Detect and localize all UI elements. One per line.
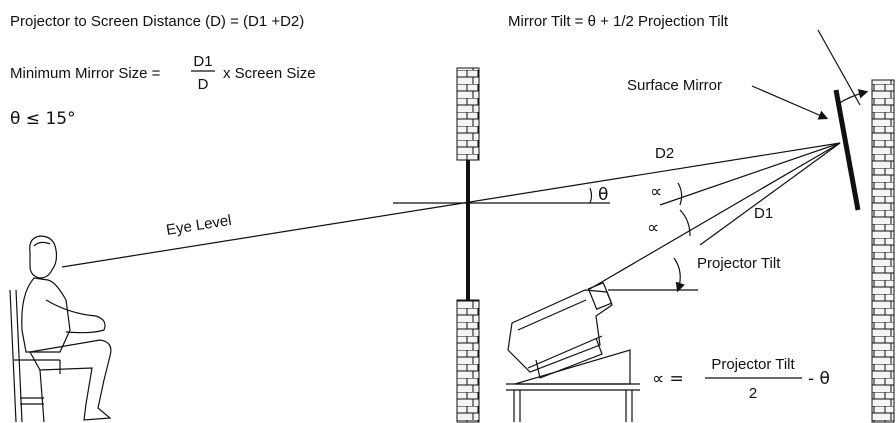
alpha-arc-top — [677, 182, 683, 206]
surface-mirror-label: Surface Mirror — [627, 77, 722, 94]
projector-stand — [506, 349, 640, 422]
alpha-formula-numerator: Projector Tilt — [711, 356, 795, 373]
projector-tilt-arc — [673, 257, 685, 293]
alpha-symbol-bottom: ∝ — [647, 218, 659, 238]
alpha-arc-bottom — [679, 209, 691, 237]
mirror-size-numerator: D1 — [193, 53, 212, 70]
eye-level-line — [61, 142, 841, 268]
projector-ray — [587, 142, 841, 291]
theta-limit: θ ≤ 15° — [10, 109, 76, 129]
mirror-size-suffix: x Screen Size — [223, 65, 316, 82]
distance-formula: Projector to Screen Distance (D) = (D1 +… — [10, 13, 304, 30]
alpha-symbol-top: ∝ — [650, 182, 662, 202]
mirror-size-denominator: D — [198, 76, 209, 93]
mirror-icon — [833, 89, 861, 211]
alpha-formula-rhs: - θ — [808, 369, 830, 389]
mirror-size-formula: Minimum Mirror Size = D1 D x Screen Size — [10, 53, 316, 93]
alpha-formula: ∝ = Projector Tilt 2 - θ — [652, 356, 830, 402]
mirror-tilt-leader — [817, 29, 861, 106]
d1-mid-ray — [659, 142, 841, 206]
mirror-tilt-arc — [837, 89, 869, 105]
d1-label: D1 — [754, 205, 773, 222]
surface-mirror-arrow — [751, 85, 829, 120]
theta-arc — [589, 187, 593, 204]
d2-label: D2 — [655, 145, 674, 162]
alpha-formula-denominator: 2 — [749, 385, 757, 402]
mirror-size-prefix: Minimum Mirror Size = — [10, 65, 161, 82]
brick-wall-icon — [871, 79, 895, 423]
wall-bottom-icon — [456, 299, 480, 423]
wall-top-icon — [456, 67, 480, 161]
screen-wall — [456, 67, 480, 423]
projector-tilt-label: Projector Tilt — [697, 255, 781, 272]
d1-lower-ray — [699, 142, 841, 246]
eye-level-label: Eye Level — [165, 212, 233, 239]
projector-icon — [507, 282, 613, 379]
seated-person-icon — [9, 235, 112, 423]
theta-symbol: θ — [598, 185, 608, 205]
mirror-tilt-formula: Mirror Tilt = θ + 1/2 Projection Tilt — [508, 13, 729, 30]
alpha-formula-lhs: ∝ = — [652, 369, 684, 389]
